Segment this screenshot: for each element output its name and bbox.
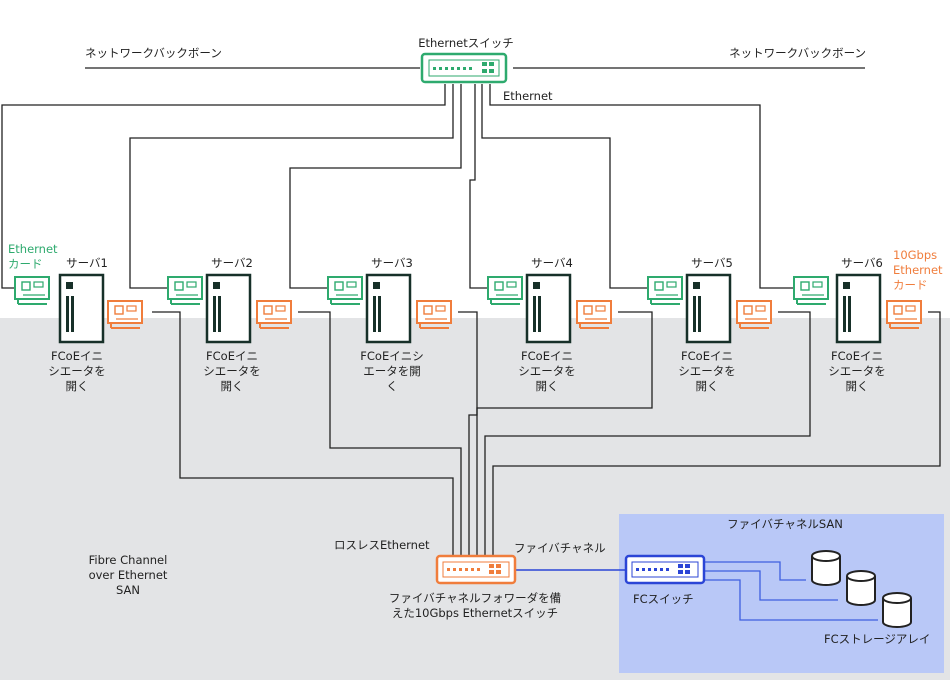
storage-cylinder-icon	[846, 570, 876, 606]
fc-storage-links	[705, 561, 878, 621]
network-card-icon	[416, 300, 452, 329]
fcoe-switch-label: ファイバチャネルフォワーダを備 えた10Gbps Ethernetスイッチ	[388, 591, 562, 620]
server-icon	[365, 273, 412, 344]
network-card-icon	[647, 276, 683, 305]
fc-storage-label: FCストレージアレイ	[824, 632, 931, 646]
backbone-left-label: ネットワークバックボーン	[85, 46, 222, 60]
network-card-icon	[256, 300, 292, 329]
server-name-label: サーバ4	[531, 256, 573, 270]
fibre-channel-link-label: ファイバチャネル	[514, 541, 606, 555]
network-card-icon	[886, 300, 922, 329]
network-card-icon	[576, 300, 612, 329]
server-role-label: FCoEイニ シエータを 開く	[203, 349, 261, 393]
network-card-icon	[736, 300, 772, 329]
network-card-icon	[327, 276, 363, 305]
ethernet-card-label: Ethernet カード	[8, 242, 58, 271]
ten-gbps-card-label: 10Gbps Ethernet カード	[893, 248, 943, 292]
lossless-ethernet-label: ロスレスEthernet	[334, 538, 430, 552]
network-card-icon	[107, 300, 143, 329]
network-card-icon	[487, 276, 523, 305]
ethernet-switch-icon	[420, 52, 508, 84]
ethernet-links	[1, 84, 794, 289]
server-role-label: FCoEイニ シエータを 開く	[678, 349, 736, 393]
server-icon	[685, 273, 732, 344]
server-name-label: サーバ1	[66, 256, 108, 270]
server-icon	[525, 273, 572, 344]
fc-switch-label: FCスイッチ	[633, 592, 694, 606]
server-icon	[205, 273, 252, 344]
backbone-right-label: ネットワークバックボーン	[729, 46, 866, 60]
server-icon	[835, 273, 882, 344]
network-card-icon	[793, 276, 829, 305]
fcoe-san-label: Fibre Channel over Ethernet SAN	[88, 553, 168, 597]
fcoe-switch-icon	[435, 554, 517, 585]
servers-layer	[14, 273, 922, 344]
storage-cylinder-icon	[811, 550, 841, 586]
server-name-label: サーバ5	[691, 256, 733, 270]
server-role-label: FCoEイニシ エータを開 く	[360, 349, 424, 393]
ethernet-label: Ethernet	[503, 89, 553, 103]
network-card-icon	[167, 276, 203, 305]
fc-san-label: ファイバチャネルSAN	[727, 517, 843, 531]
server-name-label: サーバ6	[841, 256, 883, 270]
server-name-label: サーバ2	[211, 256, 253, 270]
storage-cylinder-icon	[882, 592, 912, 628]
server-role-label: FCoEイニ シエータを 開く	[828, 349, 886, 393]
server-role-label: FCoEイニ シエータを 開く	[518, 349, 576, 393]
server-name-label: サーバ3	[371, 256, 413, 270]
fcoe-links	[152, 311, 941, 555]
switch-top-label: Ethernetスイッチ	[418, 36, 514, 50]
fc-switch-icon	[624, 554, 706, 585]
network-card-icon	[14, 276, 50, 305]
server-icon	[58, 273, 105, 344]
server-role-label: FCoEイニ シエータを 開く	[48, 349, 106, 393]
